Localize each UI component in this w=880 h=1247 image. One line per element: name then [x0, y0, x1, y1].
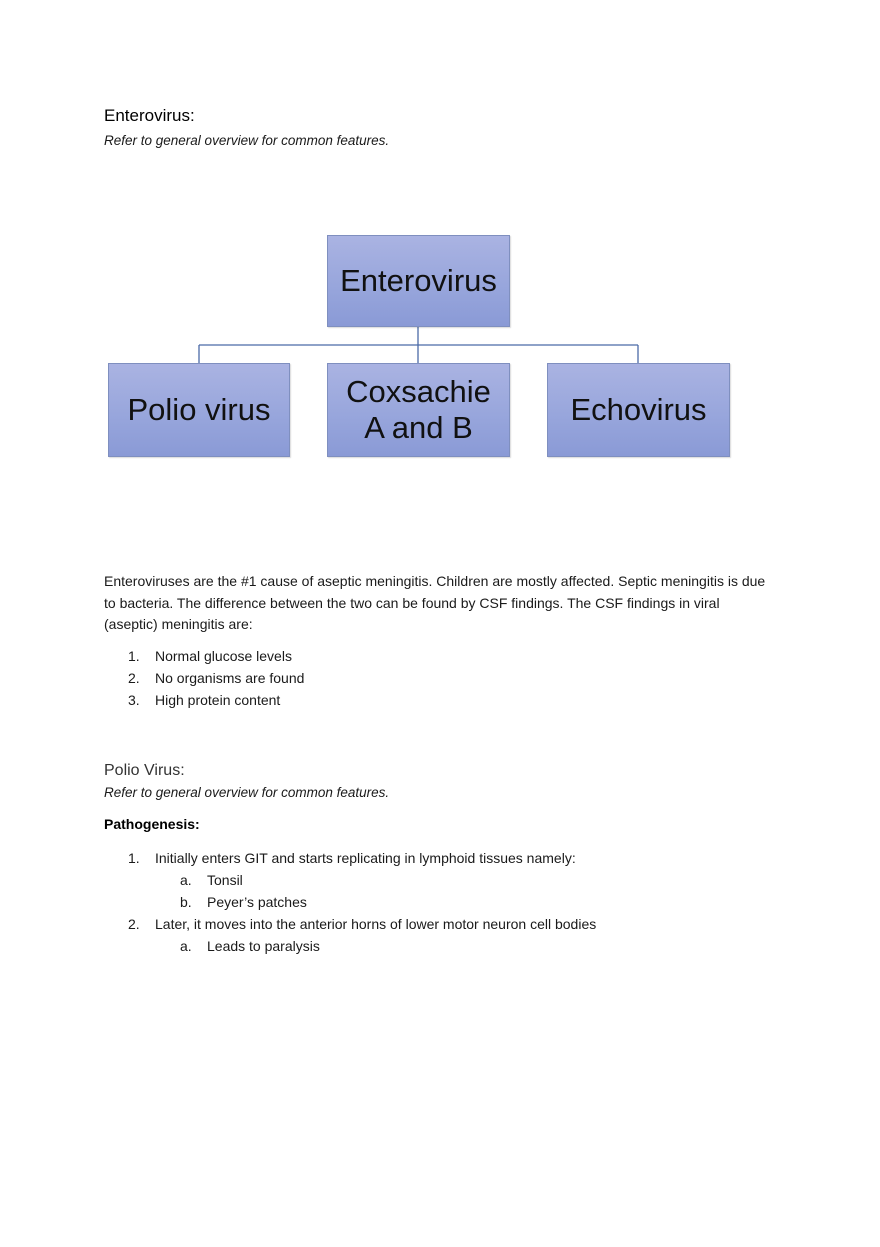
list-number: 3. — [128, 692, 140, 708]
diagram-root-label: Enterovirus — [340, 263, 497, 299]
list-number: 1. — [128, 648, 140, 664]
diagram-connectors — [198, 326, 639, 364]
list-letter: b. — [180, 894, 192, 910]
intro-note: Refer to general overview for common fea… — [104, 133, 390, 148]
section-heading-enterovirus: Enterovirus: — [104, 106, 195, 125]
list-letter: a. — [180, 872, 192, 888]
list-text: Later, it moves into the anterior horns … — [155, 916, 597, 932]
section-heading-polio: Polio Virus: — [104, 762, 185, 779]
list-number: 2. — [128, 916, 140, 932]
diagram-child-polio-box: Polio virus — [108, 363, 290, 457]
meningitis-paragraph: Enteroviruses are the #1 cause of asepti… — [104, 573, 766, 632]
list-text: High protein content — [155, 692, 281, 708]
diagram-child-coxsachie-box: Coxsachie A and B — [327, 363, 510, 457]
list-text: Normal glucose levels — [155, 648, 292, 664]
list-text: No organisms are found — [155, 670, 305, 686]
diagram-child-label: Polio virus — [127, 392, 271, 428]
list-text: Peyer’s patches — [207, 894, 307, 910]
enterovirus-diagram: Enterovirus Polio virus Coxsachie A and … — [0, 0, 880, 520]
list-number: 1. — [128, 850, 140, 866]
list-letter: a. — [180, 938, 192, 954]
diagram-child-label: Coxsachie A and B — [346, 374, 491, 445]
list-text: Initially enters GIT and starts replicat… — [155, 850, 576, 866]
list-text: Tonsil — [207, 872, 243, 888]
diagram-child-label: Echovirus — [570, 392, 707, 428]
pathogenesis-label: Pathogenesis: — [104, 816, 200, 832]
polio-note: Refer to general overview for common fea… — [104, 785, 390, 800]
list-number: 2. — [128, 670, 140, 686]
list-text: Leads to paralysis — [207, 938, 320, 954]
diagram-root-box: Enterovirus — [327, 235, 510, 327]
diagram-child-echovirus-box: Echovirus — [547, 363, 730, 457]
